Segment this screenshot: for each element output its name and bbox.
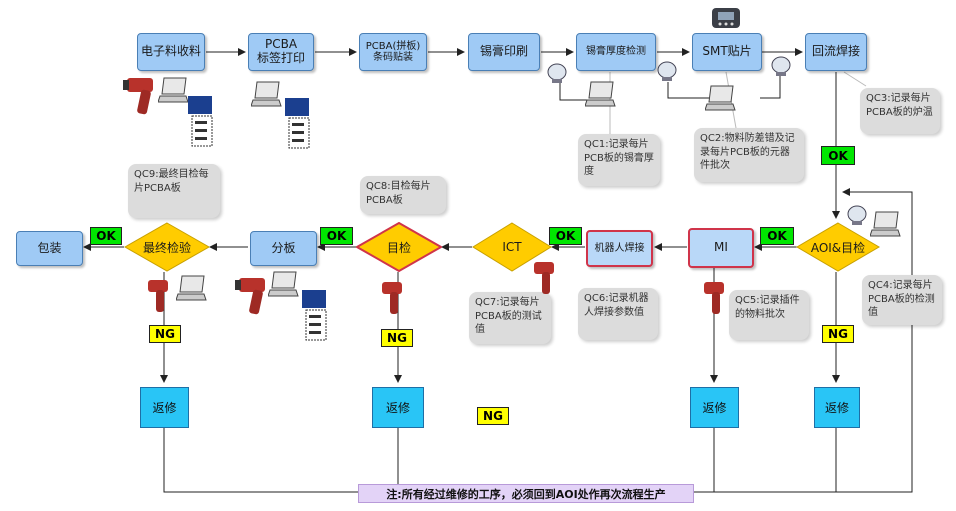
decision-visual: [356, 222, 442, 272]
barcode-scanner-icon: [148, 280, 168, 312]
step-solder-print: 锡膏印刷: [468, 33, 540, 71]
laptop-icon: [870, 211, 901, 237]
decision-ict: [472, 222, 552, 272]
handheld-terminal-icon: [712, 8, 740, 28]
barcode-scanner-icon: [704, 282, 724, 314]
return-line: [163, 188, 913, 493]
label-printer-icon: [188, 96, 213, 147]
ok-badge-mi: OK: [760, 227, 794, 245]
desktop-pc-icon: [847, 205, 867, 225]
decision-visual-label: 目检: [386, 240, 411, 255]
callout-qc6: QC6:记录机器人焊接参数值: [578, 288, 658, 340]
ok-badge-pack: OK: [90, 227, 122, 245]
barcode-scanner-icon: [382, 282, 402, 314]
decision-aoi-label: AOI&目检: [810, 240, 866, 255]
ok-badge-reflow: OK: [821, 146, 855, 165]
step-reflow: 回流焊接: [805, 33, 867, 71]
ng-badge-final: NG: [149, 325, 181, 343]
qc3-pointer: [843, 71, 867, 87]
decision-final-check-label: 最终检验: [142, 240, 191, 255]
rework-note: 注:所有经过维修的工序，必须回到AOI处作再次流程生产: [358, 484, 694, 503]
ng-badge-aoi: NG: [822, 325, 854, 343]
step-pcba-label: PCBA 标签打印: [248, 33, 314, 71]
callout-qc5: QC5:记录插件的物料批次: [729, 290, 809, 340]
desktop-pc-icon: [657, 61, 677, 81]
barcode-scanner-icon: [534, 262, 554, 294]
ok-badge-split: OK: [320, 227, 353, 245]
step-electronic-material: 电子料收料: [137, 33, 205, 71]
rework-final: 返修: [140, 387, 189, 428]
desktop-pc-icon: [547, 63, 567, 83]
barcode-scanner-icon: [235, 278, 265, 315]
laptop-icon: [251, 81, 282, 107]
laptop-icon: [268, 271, 299, 297]
barcode-scanner-icon: [123, 78, 153, 115]
callout-qc8: QC8:目检每片PCBA板: [360, 176, 446, 214]
pc2-wire: [667, 82, 718, 99]
pc3-wire: [760, 72, 781, 99]
rework-aoi: 返修: [814, 387, 860, 428]
callout-qc1: QC1:记录每片PCB板的锡膏厚度: [578, 134, 660, 186]
callout-qc2: QC2:物料防差错及记录每片PCB板的元器件批次: [694, 128, 804, 182]
callout-qc3: QC3:记录每片PCBA板的炉温: [860, 88, 940, 134]
callout-qc4: QC4:记录每片PCBA板的检测值: [862, 275, 942, 325]
step-smt: SMT贴片: [692, 33, 762, 71]
ok-badge-ict: OK: [549, 227, 582, 245]
laptop-icon: [705, 85, 736, 111]
laptop-icon: [176, 275, 207, 301]
step-robot-weld: 机器人焊接: [586, 230, 653, 267]
rework-visual: 返修: [372, 387, 424, 428]
decision-ict-label: ICT: [502, 240, 522, 254]
laptop-icon: [585, 81, 616, 107]
ng-badge-visual: NG: [381, 329, 413, 347]
decision-aoi: [796, 222, 880, 272]
decision-final-check: [124, 222, 210, 272]
rework-mi: 返修: [690, 387, 739, 428]
ng-badge-middle: NG: [477, 407, 509, 425]
step-pcba-code: PCBA(拼板) 条码贴装: [359, 33, 427, 71]
step-mi: MI: [688, 228, 754, 268]
pc1-wire: [559, 82, 590, 101]
desktop-pc-icon: [771, 56, 791, 76]
step-solder-thickness: 锡膏厚度检测: [576, 33, 656, 71]
label-printer-icon: [302, 290, 327, 341]
callout-qc7: QC7:记录每片PCBA板的测试值: [469, 292, 551, 344]
laptop-icon: [158, 77, 189, 103]
label-printer-icon: [285, 98, 310, 149]
step-pack: 包装: [16, 231, 83, 266]
callout-qc9: QC9:最终目检每片PCBA板: [128, 164, 220, 218]
step-split: 分板: [250, 231, 317, 266]
